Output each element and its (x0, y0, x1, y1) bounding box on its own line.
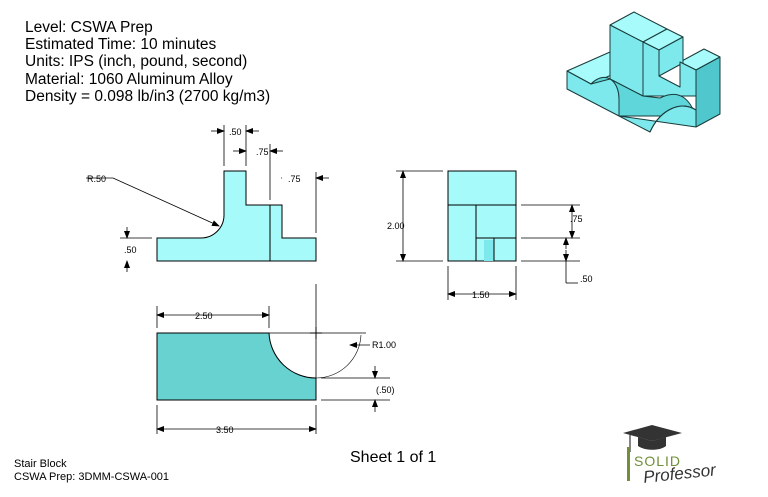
side-dim-lower: .50 (580, 274, 593, 284)
top-dim-length: 3.50 (216, 425, 234, 435)
graduation-cap-icon (623, 425, 682, 452)
front-dim-step2: .75 (288, 174, 301, 184)
top-dim-radius: R1.00 (372, 340, 396, 350)
side-view-outline (447, 170, 517, 262)
side-dim-width: 1.50 (472, 290, 490, 300)
solid-professor-logo: SOLID Professor (623, 425, 718, 487)
material-text: Material: 1060 Aluminum Alloy (25, 70, 233, 88)
top-dim-cut: 2.50 (195, 311, 213, 321)
level-text: Level: CSWA Prep (25, 19, 153, 36)
front-dim-base-height: .50 (124, 245, 137, 255)
front-view-profile (156, 170, 317, 262)
side-dim-upper: .75 (570, 214, 583, 224)
side-view: 2.00 .75 .50 1.50 (387, 170, 593, 300)
top-view-profile (156, 332, 317, 401)
front-dim-radius: R.50 (87, 174, 106, 184)
density-text: Density = 0.098 lb/in3 (2700 kg/m3) (25, 87, 271, 105)
drawing-info-block: Level: CSWA Prep Estimated Time: 10 minu… (25, 19, 270, 105)
part-number: CSWA Prep: 3DMM-CSWA-001 (14, 471, 170, 483)
time-text: Estimated Time: 10 minutes (25, 36, 217, 54)
units-text: Units: IPS (inch, pound, second) (25, 53, 248, 71)
iso-right-face (695, 56, 721, 128)
top-dim-ref: (.50) (376, 385, 395, 395)
title-block: Stair Block CSWA Prep: 3DMM-CSWA-001 (14, 458, 169, 484)
top-view: 2.50 R1.00 (.50) 3.50 (156, 284, 396, 435)
front-dim-top-width: .50 (229, 127, 242, 137)
iso-step-riser (642, 41, 697, 97)
front-view: .50 .75 .75 R.50 .50 (86, 125, 329, 272)
iso-front-curve (649, 105, 697, 133)
isometric-view (566, 11, 721, 133)
logo-solid-text: SOLID (634, 453, 681, 469)
side-dim-height: 2.00 (387, 221, 405, 231)
part-name: Stair Block (14, 458, 67, 470)
front-dim-step1: .75 (256, 147, 269, 157)
sheet-number: Sheet 1 of 1 (350, 449, 437, 466)
